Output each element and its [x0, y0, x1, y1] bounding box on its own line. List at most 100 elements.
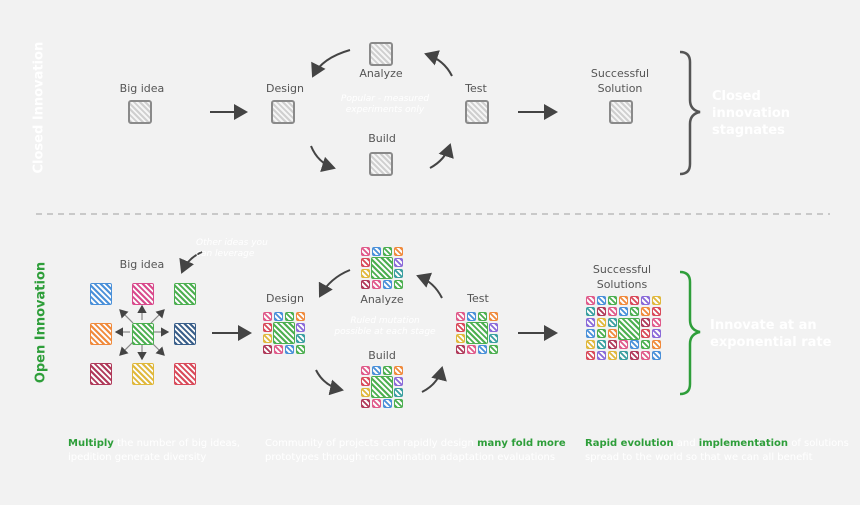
- mini-box: [394, 388, 403, 397]
- idea-box: [132, 283, 154, 305]
- mini-box: [619, 296, 628, 305]
- open-label-success: Successful Solutions: [592, 263, 652, 291]
- mini-box: [383, 280, 392, 289]
- mini-box: [285, 312, 294, 321]
- mini-box: [630, 307, 639, 316]
- mini-box: [586, 351, 595, 360]
- idea-box: [90, 283, 112, 305]
- open-label-build: Build: [368, 349, 396, 362]
- mini-box: [394, 280, 403, 289]
- mini-box: [586, 340, 595, 349]
- closed-design-box: [271, 100, 295, 124]
- mini-box: [652, 351, 661, 360]
- mini-box: [597, 351, 606, 360]
- center-box: [371, 257, 393, 279]
- mini-box: [263, 323, 272, 332]
- caption-rapid-highlight2: implementation: [698, 438, 789, 449]
- mini-box: [619, 351, 628, 360]
- mini-box: [608, 296, 617, 305]
- idea-box: [132, 323, 154, 345]
- closed-label-analyze: Analyze: [359, 67, 403, 80]
- open-label-design: Design: [266, 292, 304, 305]
- mini-box: [597, 318, 606, 327]
- mini-box: [641, 307, 650, 316]
- mini-box: [652, 296, 661, 305]
- open-brace: [679, 270, 701, 396]
- mini-box: [652, 329, 661, 338]
- closed-big-idea-box: [128, 100, 152, 124]
- mini-box: [478, 345, 487, 354]
- caption-rapid-line2: spread to the world so that we can all b…: [585, 452, 813, 463]
- center-box: [466, 322, 488, 344]
- arrow-open-analyze-design: [318, 269, 351, 298]
- caption-community-line2: prototypes through recombination adaptat…: [265, 452, 556, 463]
- mini-box: [285, 345, 294, 354]
- open-result-text: Innovate at an exponential rate: [710, 318, 832, 350]
- arrow-closed-test-analyze: [424, 50, 453, 77]
- mini-box: [263, 334, 272, 343]
- closed-success-box: [609, 100, 633, 124]
- mini-box: [467, 345, 476, 354]
- mini-box: [394, 258, 403, 267]
- arrow-open-test-analyze: [416, 272, 443, 299]
- arrow-open-note-idea: [179, 251, 203, 274]
- mini-box: [597, 296, 606, 305]
- mini-box: [274, 345, 283, 354]
- mini-box: [394, 366, 403, 375]
- caption-rapid-mid: and: [673, 438, 699, 449]
- center-box: [273, 322, 295, 344]
- idea-box: [90, 323, 112, 345]
- caption-rapid: Rapid evolution and implementation of so…: [585, 437, 849, 465]
- caption-rapid-rest: of solutions: [788, 438, 849, 449]
- open-center-note: Ruled mutation possible at each stage: [334, 316, 436, 337]
- mini-box: [361, 247, 370, 256]
- closed-build-box: [369, 152, 393, 176]
- idea-box: [174, 323, 196, 345]
- closed-result-text: Closed innovation stagnates: [712, 89, 790, 138]
- closed-center-note: Popular - measured experiments only: [340, 94, 430, 115]
- mini-box: [372, 366, 381, 375]
- closed-label-design: Design: [266, 82, 304, 95]
- mini-box: [467, 312, 476, 321]
- mini-box: [263, 345, 272, 354]
- caption-multiply-rest: the number of big ideas,: [113, 438, 241, 449]
- mini-box: [608, 351, 617, 360]
- mini-box: [361, 280, 370, 289]
- mini-box: [586, 329, 595, 338]
- arrow-open-design-build: [315, 369, 344, 396]
- mini-box: [608, 318, 617, 327]
- mini-box: [456, 323, 465, 332]
- mini-box: [641, 318, 650, 327]
- caption-multiply-highlight: Multiply: [68, 438, 114, 449]
- mini-box: [361, 377, 370, 386]
- center-box: [618, 318, 640, 340]
- mini-box: [597, 307, 606, 316]
- mini-box: [641, 329, 650, 338]
- mini-box: [361, 269, 370, 278]
- caption-community: Community of projects can rapidly design…: [265, 437, 566, 465]
- mini-box: [361, 399, 370, 408]
- mini-box: [394, 399, 403, 408]
- mini-box: [586, 307, 595, 316]
- mini-box: [597, 329, 606, 338]
- mini-box: [489, 345, 498, 354]
- mini-box: [608, 329, 617, 338]
- mini-box: [383, 399, 392, 408]
- mini-box: [394, 247, 403, 256]
- mini-box: [361, 258, 370, 267]
- idea-box: [174, 283, 196, 305]
- mini-box: [641, 296, 650, 305]
- caption-rapid-highlight1: Rapid evolution: [585, 438, 674, 449]
- closed-label-test: Test: [465, 82, 487, 95]
- mini-box: [456, 334, 465, 343]
- mini-box: [296, 312, 305, 321]
- mini-box: [586, 296, 595, 305]
- mini-box: [619, 340, 628, 349]
- mini-box: [394, 377, 403, 386]
- closed-label-big-idea: Big idea: [119, 82, 165, 95]
- mini-box: [478, 312, 487, 321]
- idea-box: [90, 363, 112, 385]
- caption-multiply: Multiply the number of big ideas, ipedit…: [68, 437, 240, 465]
- mini-box: [652, 318, 661, 327]
